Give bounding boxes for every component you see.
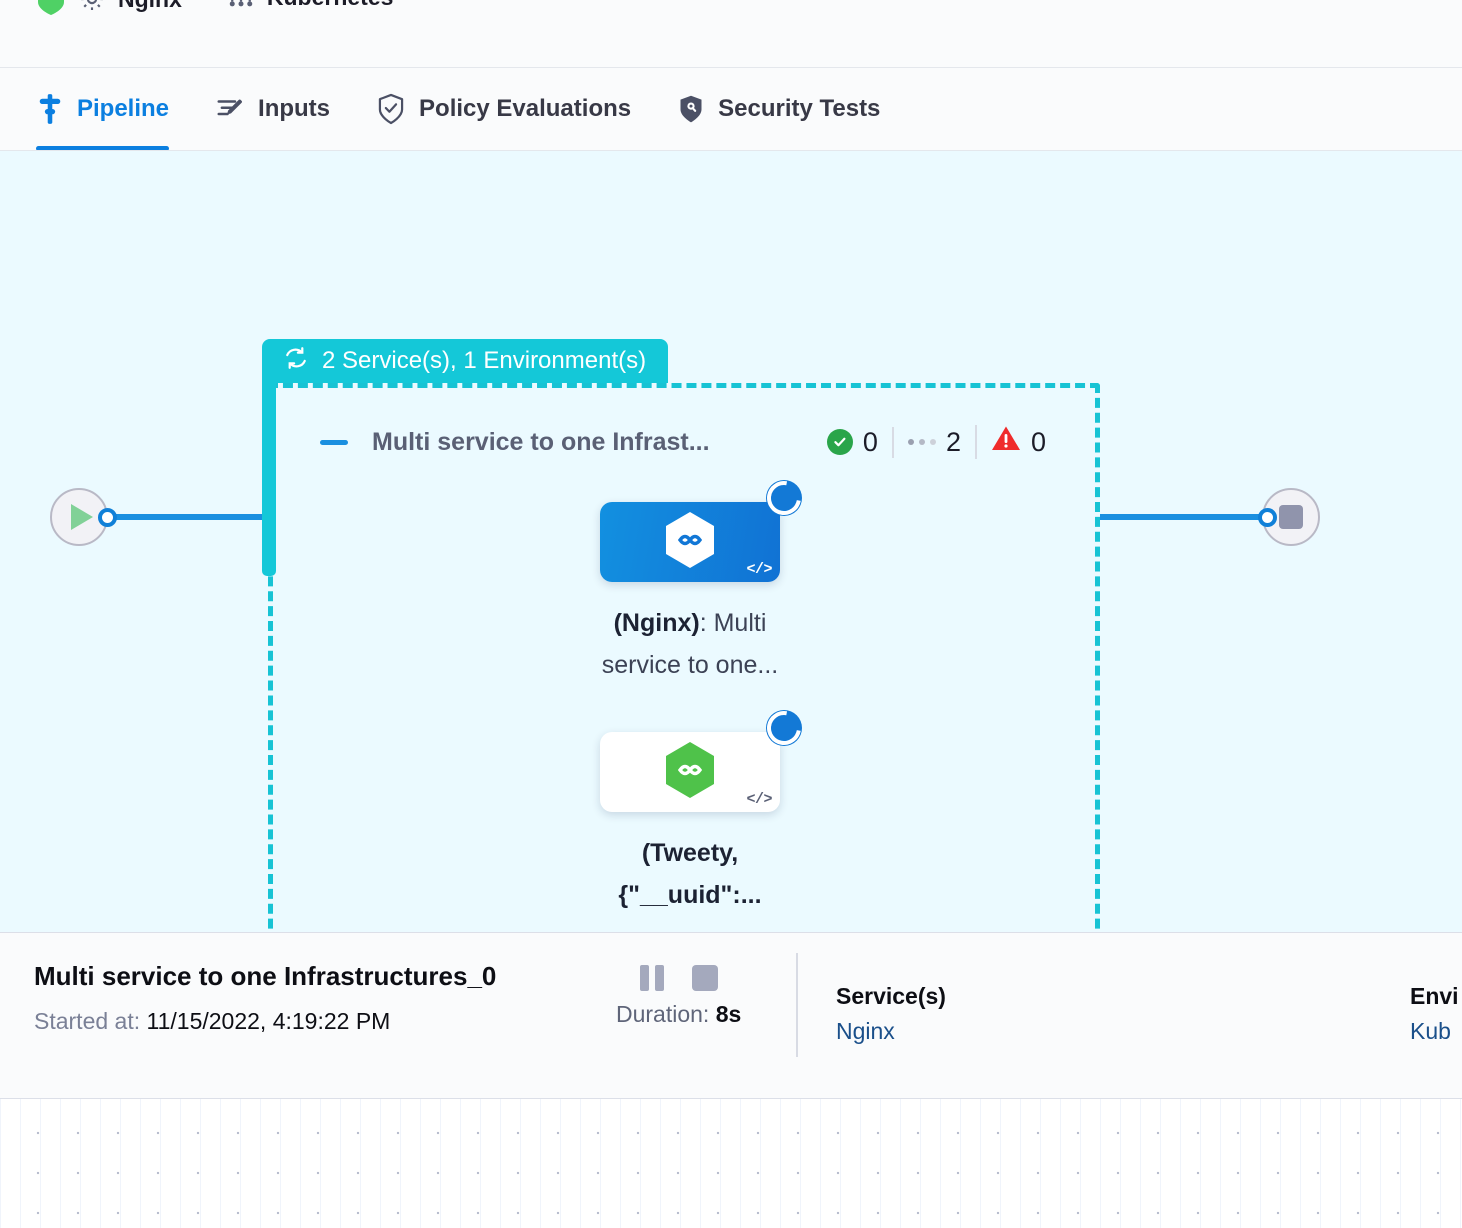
dots-icon [907,439,936,445]
tab-bar: Pipeline Inputs Policy Evaluations [0,68,1462,151]
node-label-bold: (Tweety, [641,839,739,867]
execution-detail-panel: Multi service to one Infrastructures_0 S… [0,932,1462,1098]
group-dashed-boundary [268,383,1100,932]
pipeline-canvas[interactable]: 2 Service(s), 1 Environment(s) Multi ser… [0,151,1462,932]
tab-label: Pipeline [77,95,170,122]
execution-title: Multi service to one Infrastructures_0 [34,961,497,991]
code-marker-icon: </> [746,791,772,808]
environments-heading: Envi [1410,983,1459,1009]
status-running-count: 2 [945,426,961,457]
status-running: 2 [891,426,975,458]
rollback-loop-icon [282,344,310,379]
tab-inputs[interactable]: Inputs [215,68,331,150]
harness-hexagon-icon [662,510,718,575]
check-circle-icon [826,429,853,455]
collapse-dash-icon[interactable] [320,439,348,445]
play-icon [71,504,93,530]
tab-policy-evaluations[interactable]: Policy Evaluations [376,68,632,150]
edge-group-to-end [1100,514,1262,520]
stop-icon [1279,505,1303,529]
harness-hexagon-green-icon [662,740,718,805]
environment-link-kubernetes[interactable]: Kub [1410,1018,1451,1044]
execution-started-at: Started at: 11/15/2022, 4:19:22 PM [34,1008,390,1035]
execution-duration-block: Duration: 8s [616,965,741,1028]
pipeline-node-nginx[interactable]: </> (Nginx): Multi service to one... [600,480,802,686]
gear-icon [77,0,107,14]
breadcrumb-item-nginx[interactable]: Nginx [36,0,182,16]
node-label-rest: {"__uuid":... [618,881,762,909]
status-failed: 0 [974,425,1060,459]
group-badge[interactable]: 2 Service(s), 1 Environment(s) [262,339,669,383]
pipeline-node-tweety[interactable]: </> (Tweety, {"__uuid":... [600,710,802,916]
node-label: (Nginx): Multi service to one... [590,602,790,686]
services-heading: Service(s) [836,983,946,1009]
start-node-port[interactable] [98,508,117,527]
canvas-grid-background [0,1098,1462,1228]
tab-label: Policy Evaluations [419,95,632,122]
edge-start-to-group [113,514,265,520]
group-header: Multi service to one Infrast... 0 2 [320,419,1060,465]
running-spinner-icon [766,480,802,516]
services-column: Service(s) Nginx [836,983,946,1045]
breadcrumb: Nginx Kubernetes [0,0,1462,68]
breadcrumb-label: Nginx [118,0,182,13]
group-badge-label: 2 Service(s), 1 Environment(s) [322,347,647,374]
duration-value: 8s [715,1001,742,1027]
service-link-nginx[interactable]: Nginx [836,1018,895,1044]
node-label: (Tweety, {"__uuid":... [590,832,790,916]
panel-divider [796,953,798,1057]
warning-triangle-icon [991,425,1021,459]
shield-check-icon [376,93,406,125]
tab-security-tests[interactable]: Security Tests [677,68,881,150]
group-rail-bar [262,379,276,576]
status-failed-count: 0 [1030,426,1046,457]
code-marker-icon: </> [746,561,772,578]
breadcrumb-item-kubernetes[interactable]: Kubernetes [226,0,394,12]
tab-pipeline[interactable]: Pipeline [36,68,170,150]
running-spinner-icon [766,710,802,746]
started-at-value: 11/15/2022, 4:19:22 PM [146,1008,391,1034]
tab-label: Inputs [258,95,331,122]
node-card[interactable]: </> [600,480,802,582]
execution-controls [639,965,718,991]
inputs-pencil-icon [215,94,245,124]
environments-column: Envi Kub [1410,983,1459,1045]
group-title: Multi service to one Infrast... [372,427,710,456]
end-node-port[interactable] [1258,508,1277,527]
node-label-bold: (Nginx) [613,609,700,637]
shield-lock-icon [677,93,705,125]
pause-icon[interactable] [639,965,664,991]
stop-square-icon[interactable] [691,965,718,991]
kubernetes-icon [226,0,256,12]
node-card[interactable]: </> [600,710,802,812]
duration-label: Duration: [616,1001,710,1027]
duration-text: Duration: 8s [616,1001,741,1028]
tab-label: Security Tests [718,95,881,122]
pipeline-icon [36,93,64,125]
breadcrumb-label: Kubernetes [267,0,394,11]
group-status-counts: 0 2 0 [826,425,1060,459]
node-label-rest: : Multi service to one... [601,609,779,679]
status-success-count: 0 [862,426,878,457]
status-success: 0 [826,426,892,458]
started-at-label: Started at: [34,1008,141,1034]
harness-shield-green-icon [36,0,66,16]
